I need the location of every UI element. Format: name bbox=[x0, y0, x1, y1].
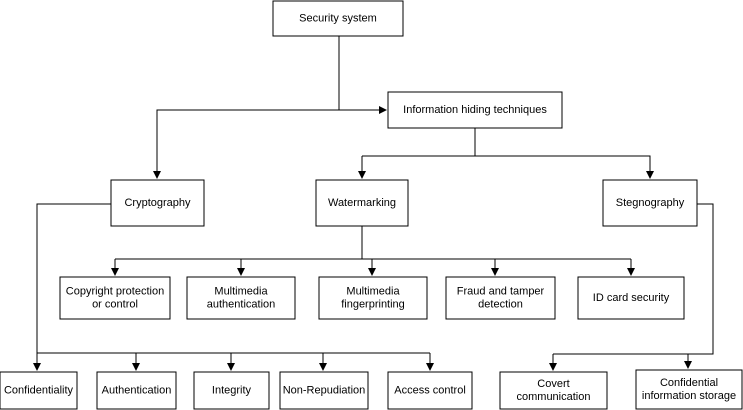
node-label: Fraud and tamper bbox=[457, 285, 545, 297]
node-label: Multimedia bbox=[214, 285, 268, 297]
connector-security-to-infohiding bbox=[338, 36, 387, 114]
connector-infohiding-trunk bbox=[362, 128, 476, 157]
node-label: or control bbox=[92, 298, 138, 310]
node-label: Multimedia bbox=[346, 285, 400, 297]
node-label: Non-Repudiation bbox=[283, 384, 366, 396]
node-label: Confidential bbox=[660, 377, 718, 389]
connector-stegnography-trunk bbox=[553, 203, 714, 355]
node-label: Stegnography bbox=[616, 197, 685, 209]
node-integrity: Integrity bbox=[193, 371, 270, 410]
node-label: Watermarking bbox=[328, 197, 396, 209]
node-non-repudiation: Non-Repudiation bbox=[279, 371, 369, 410]
connector-watermarking-trunk bbox=[115, 226, 631, 260]
node-label: Information hiding techniques bbox=[403, 104, 547, 116]
node-cryptography: Cryptography bbox=[110, 179, 205, 227]
node-label: Security system bbox=[299, 12, 377, 24]
node-label: Access control bbox=[394, 384, 466, 396]
node-id-card-security: ID card security bbox=[577, 276, 685, 320]
node-access-control: Access control bbox=[387, 371, 473, 410]
connector-infohiding-to-stegnography bbox=[475, 155, 654, 179]
node-label: ID card security bbox=[593, 292, 670, 304]
node-confidentiality: Confidentiality bbox=[0, 371, 78, 410]
node-label: information storage bbox=[642, 390, 736, 402]
node-label: authentication bbox=[207, 298, 276, 310]
node-label: Authentication bbox=[102, 384, 172, 396]
connector-security-to-cryptography bbox=[153, 109, 339, 179]
node-label: Integrity bbox=[212, 384, 252, 396]
node-label: Copyright protection bbox=[66, 285, 164, 297]
node-stegnography: Stegnography bbox=[602, 179, 698, 227]
node-label: detection bbox=[478, 298, 523, 310]
connector-cryptography-trunk bbox=[36, 203, 430, 354]
node-watermarking: Watermarking bbox=[315, 179, 409, 227]
node-label: Confidentiality bbox=[4, 384, 74, 396]
node-information-hiding-techniques: Information hiding techniques bbox=[387, 91, 563, 129]
node-security-system: Security system bbox=[272, 0, 404, 37]
node-label: fingerprinting bbox=[341, 298, 405, 310]
node-label: Covert bbox=[537, 378, 569, 390]
node-label: Cryptography bbox=[124, 197, 191, 209]
node-authentication: Authentication bbox=[96, 371, 177, 410]
node-label: communication bbox=[517, 391, 591, 403]
